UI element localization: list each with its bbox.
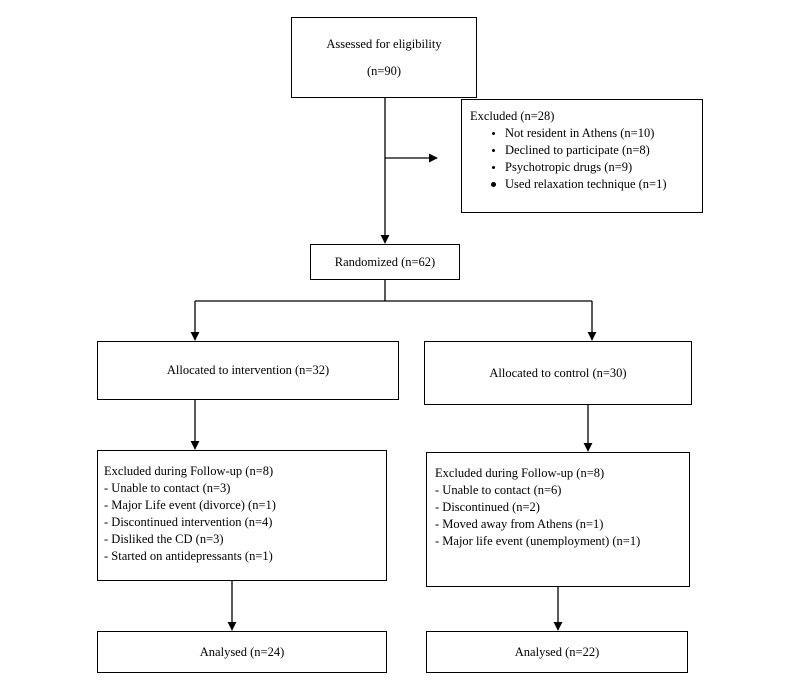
list-item: - Unable to contact (n=3) bbox=[104, 481, 231, 495]
list-item: - Moved away from Athens (n=1) bbox=[435, 517, 604, 531]
control-analysed-label: Analysed (n=22) bbox=[514, 644, 600, 659]
intervention-analysed-box: Analysed (n=24) bbox=[97, 631, 387, 673]
eligibility-box: Assessed for eligibility (n=90) bbox=[291, 17, 477, 98]
list-item: Not resident in Athens (n=10) bbox=[470, 125, 694, 142]
list-item: - Started on antidepressants (n=1) bbox=[104, 549, 273, 563]
list-item: - Major Life event (divorce) (n=1) bbox=[104, 498, 276, 512]
excluded-reason-list: Not resident in Athens (n=10) Declined t… bbox=[470, 125, 694, 193]
randomized-label: Randomized (n=62) bbox=[334, 254, 436, 269]
control-allocated-box: Allocated to control (n=30) bbox=[424, 341, 692, 405]
control-allocated-label: Allocated to control (n=30) bbox=[489, 365, 627, 380]
list-item: - Discontinued intervention (n=4) bbox=[104, 515, 273, 529]
list-item: - Discontinued (n=2) bbox=[435, 500, 540, 514]
control-analysed-box: Analysed (n=22) bbox=[426, 631, 688, 673]
excluded-box: Excluded (n=28) Not resident in Athens (… bbox=[461, 99, 703, 213]
eligibility-label: Assessed for eligibility bbox=[326, 36, 442, 51]
intervention-followup-box: Excluded during Follow-up (n=8) - Unable… bbox=[97, 450, 387, 581]
list-item: Used relaxation technique (n=1) bbox=[470, 176, 694, 193]
list-item: - Major life event (unemployment) (n=1) bbox=[435, 534, 641, 548]
randomized-box: Randomized (n=62) bbox=[310, 244, 460, 280]
control-followup-list: - Unable to contact (n=6) - Discontinued… bbox=[435, 482, 683, 550]
control-followup-box: Excluded during Follow-up (n=8) - Unable… bbox=[426, 452, 690, 587]
excluded-title: Excluded (n=28) bbox=[470, 109, 555, 123]
control-followup-title: Excluded during Follow-up (n=8) bbox=[435, 466, 605, 480]
intervention-analysed-label: Analysed (n=24) bbox=[199, 644, 285, 659]
list-item: Declined to participate (n=8) bbox=[470, 142, 694, 159]
list-item: - Unable to contact (n=6) bbox=[435, 483, 562, 497]
list-item: - Disliked the CD (n=3) bbox=[104, 532, 224, 546]
intervention-followup-list: - Unable to contact (n=3) - Major Life e… bbox=[104, 480, 380, 565]
eligibility-count: (n=90) bbox=[366, 63, 402, 78]
intervention-allocated-box: Allocated to intervention (n=32) bbox=[97, 341, 399, 400]
intervention-followup-title: Excluded during Follow-up (n=8) bbox=[104, 464, 274, 478]
list-item: Psychotropic drugs (n=9) bbox=[470, 159, 694, 176]
intervention-allocated-label: Allocated to intervention (n=32) bbox=[166, 363, 330, 377]
